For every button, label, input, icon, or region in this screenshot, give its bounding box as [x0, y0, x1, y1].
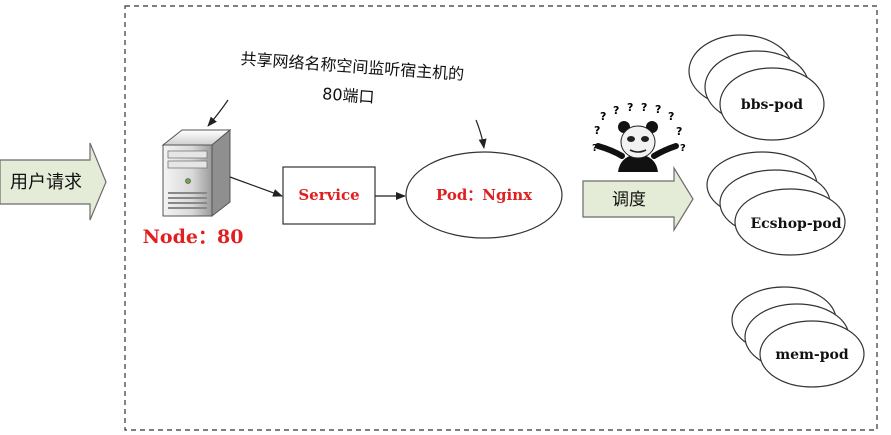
svg-text:?: ?	[668, 110, 674, 123]
annotation-line2: 80端口	[322, 84, 376, 107]
ecshop-pod-stack: Ecshop-pod	[706, 151, 846, 256]
server-icon	[161, 128, 232, 218]
schedule-label: 调度	[612, 190, 646, 210]
svg-text:?: ?	[594, 124, 600, 137]
user-request-arrow: 用户请求	[0, 142, 107, 221]
service-label: Service	[298, 186, 359, 204]
svg-text:?: ?	[676, 125, 682, 138]
annotation-arrow-node	[207, 99, 229, 127]
svg-text:?: ?	[592, 143, 598, 154]
ecshop-pod-label: Ecshop-pod	[750, 216, 841, 232]
cluster-boundary	[124, 5, 878, 431]
svg-text:?: ?	[655, 103, 661, 116]
svg-text:?: ?	[680, 143, 686, 154]
bbs-pod-stack: bbs-pod	[688, 34, 825, 141]
panda-meme-image: ? ? ? ? ? ? ? ? ? ?	[584, 97, 691, 173]
node-to-service-arrow	[229, 176, 283, 197]
pod-nginx-ellipse	[405, 151, 563, 239]
annotation-arrow-pod	[475, 119, 487, 149]
svg-text:?: ?	[627, 101, 633, 114]
bbs-pod-label: bbs-pod	[741, 97, 803, 113]
annotation-line1: 共享网络名称空间监听宿主机的	[240, 49, 465, 84]
schedule-arrow: 调度	[582, 165, 694, 233]
svg-text:?: ?	[641, 101, 647, 114]
user-request-label: 用户请求	[10, 172, 82, 193]
pod-nginx-label: Pod：Nginx	[436, 186, 533, 204]
mem-pod-stack: mem-pod	[731, 286, 865, 388]
svg-text:?: ?	[613, 104, 619, 117]
mem-pod-label: mem-pod	[775, 347, 848, 363]
node-label: Node：80	[143, 226, 244, 248]
svg-text:?: ?	[600, 110, 606, 123]
